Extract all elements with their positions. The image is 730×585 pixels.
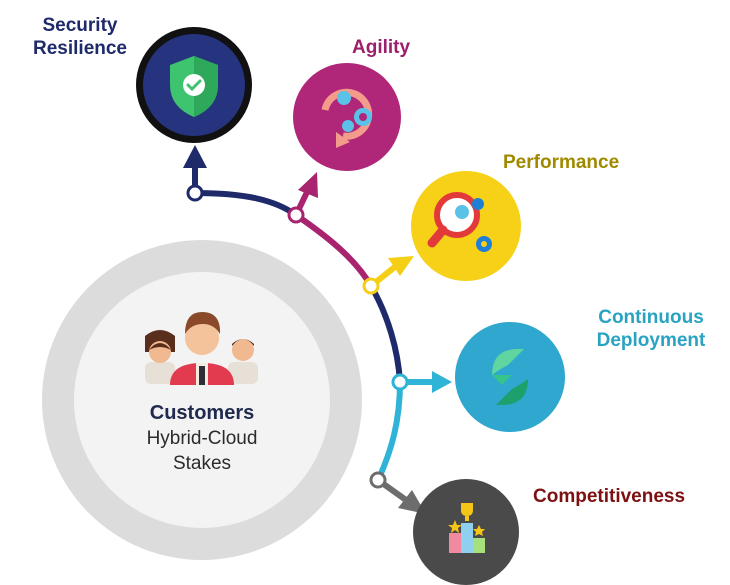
label-performance: Performance: [503, 152, 620, 173]
people-group-icon: [145, 312, 258, 385]
label-agility: Agility: [352, 37, 411, 58]
node-agility: [293, 63, 401, 171]
hub-inner-disc: [74, 272, 330, 528]
label-continuous-deployment: Continuous Deployment: [578, 306, 724, 352]
hub-subtitle: Hybrid-Cloud Stakes: [102, 426, 302, 476]
label-security-line1: Security: [42, 15, 118, 36]
deploy-arrows-icon: [492, 349, 528, 405]
hub-title: Customers: [149, 402, 255, 424]
node-deployment: [455, 322, 565, 432]
label-deploy-line1: Continuous: [598, 307, 704, 328]
label-security-resilience: Security Resilience: [18, 14, 142, 60]
node-security: [136, 27, 252, 143]
label-deploy-line2: Deployment: [596, 330, 706, 351]
customers-hub: [42, 240, 362, 560]
node-competitiveness: [413, 479, 519, 585]
label-security-line2: Resilience: [33, 38, 127, 59]
agile-gears-icon: [321, 88, 373, 148]
node-performance: [411, 171, 521, 281]
hub-text: Customers Hybrid-Cloud Stakes: [102, 400, 302, 476]
podium-trophy-icon: [448, 503, 485, 553]
hub-subtitle-line1: Hybrid-Cloud: [146, 428, 258, 449]
magnifier-gear-icon: [427, 192, 492, 252]
junction-dots: [186, 184, 409, 489]
hub-subtitle-line2: Stakes: [172, 453, 232, 474]
shield-check-icon: [170, 56, 218, 117]
label-competitiveness: Competitiveness: [533, 486, 686, 507]
